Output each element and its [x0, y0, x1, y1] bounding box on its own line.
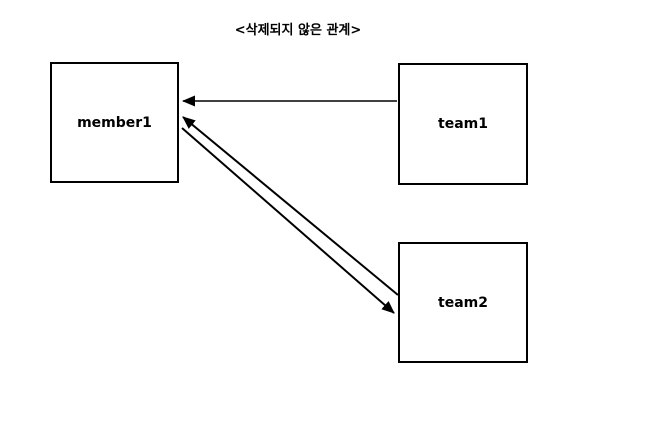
node-team2-label: team2 — [438, 294, 488, 311]
node-member1-label: member1 — [77, 114, 152, 131]
node-team2: team2 — [398, 242, 528, 363]
node-team1-label: team1 — [438, 116, 488, 132]
diagram-title: <삭제되지 않은 관계> — [234, 23, 362, 38]
node-team1: team1 — [398, 63, 528, 185]
edge-team2-to-member1 — [182, 116, 399, 296]
node-member1: member1 — [50, 62, 179, 183]
edge-member1-to-team2 — [181, 127, 395, 314]
